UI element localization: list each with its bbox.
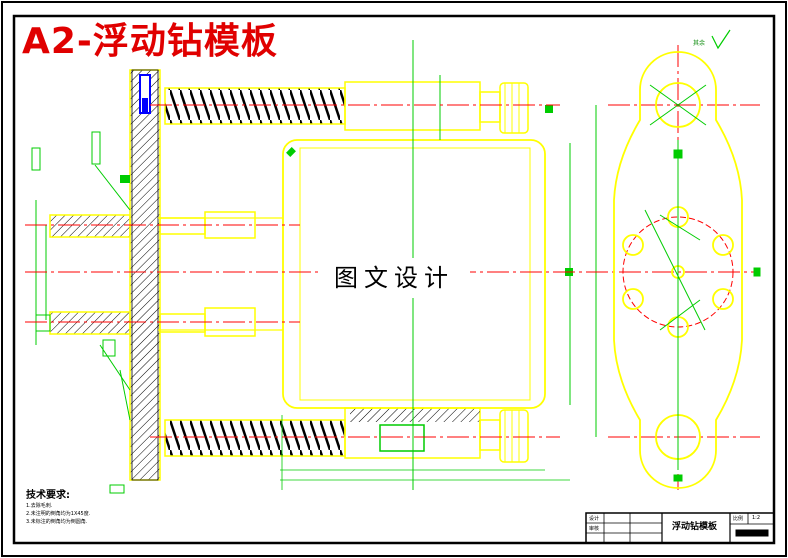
roughness-symbol-icon [711,29,731,50]
bottom-guide-screw [164,419,346,457]
upper-bushing [49,214,131,238]
title-block-scale-value: 1:2 [752,515,761,521]
title-block-part-name: 浮动钻模板 [672,522,718,532]
front-view-dimensions [644,84,761,482]
top-guide-screw [164,87,346,125]
notes-item: 1.去除毛刺. [26,503,53,509]
notes-item: 3.未标注的倒角均为倒圆角. [26,519,88,525]
top-knob [499,82,529,134]
title-block-reviewer-label: 审核 [589,526,600,532]
technical-requirements: 技术要求: 1.去除毛刺. 2.未注明的倒角均为1X45度. 3.未标注的倒角均… [26,489,90,526]
drawing-title: A2-浮动钻模板 [22,21,278,62]
bottom-knob [499,409,529,463]
fixed-plate-section [129,69,161,481]
title-block [585,512,775,544]
inner-border [12,14,776,545]
section-view [31,40,597,494]
notes-heading: 技术要求: [26,490,70,501]
notes-item: 2.未注明的倒角均为1X45度. [26,511,91,517]
locating-pin [139,74,151,114]
roughness-note: 其余 [693,40,706,47]
lower-bushing [49,311,131,335]
watermark-text: 图文设计 [318,258,470,298]
title-block-scale-label: 比例 [733,516,744,522]
title-block-designer-label: 设计 [589,516,600,522]
drill-body [282,139,546,409]
